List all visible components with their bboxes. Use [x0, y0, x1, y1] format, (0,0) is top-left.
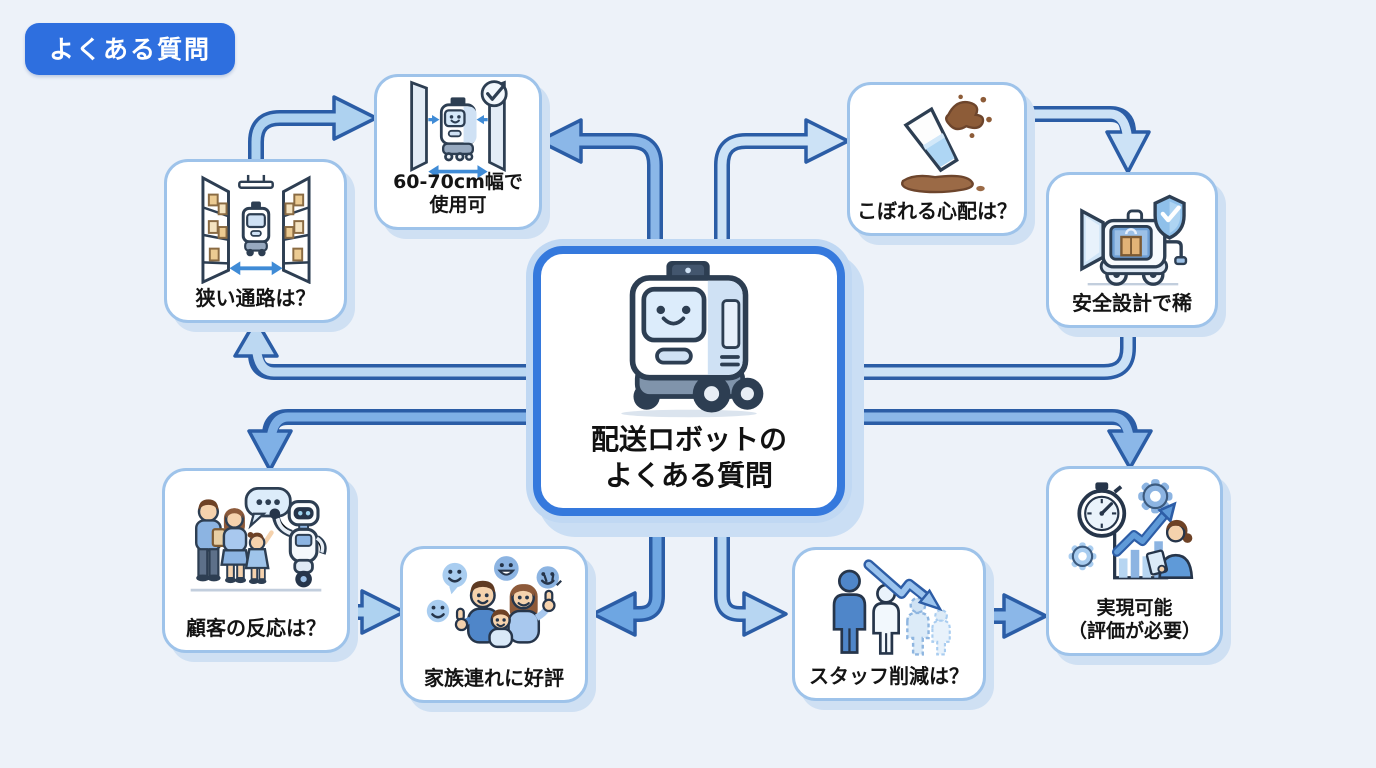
- center-node: 配送ロボットの よくある質問: [533, 246, 845, 516]
- arrow-center-to-narrow: [233, 318, 533, 380]
- arrow-center-to-width: [537, 118, 663, 248]
- node-label: 家族連れに好評: [424, 665, 564, 690]
- arrow-spill-to-safety: [1025, 106, 1151, 174]
- evaluation-chart-icon: [1065, 477, 1205, 597]
- happy-family-thumbs-up-icon: [420, 556, 568, 666]
- node-label-line1: 実現可能: [1096, 596, 1173, 619]
- arrow-center-to-customer: [247, 409, 533, 472]
- arrow-center-to-family: [591, 513, 665, 637]
- robot-shield-icon: [1074, 183, 1190, 291]
- robot-width-check-icon: [402, 80, 514, 178]
- arrow-center-to-staff: [714, 513, 788, 637]
- center-title: 配送ロボットの よくある質問: [591, 422, 787, 494]
- arrow-customer-to-family: [346, 589, 406, 635]
- node-label: スタッフ削減は？: [809, 663, 969, 688]
- delivery-robot-icon: [594, 260, 784, 422]
- node-label-line1: 60-70cm幅で: [393, 170, 523, 193]
- node-label-line2: 使用可: [429, 193, 487, 216]
- node-label: 60-70cm幅で 使用可: [393, 171, 523, 217]
- node-safety-answer: 安全設計で稀: [1046, 172, 1218, 328]
- node-width-answer: 60-70cm幅で 使用可: [374, 74, 542, 230]
- node-narrow-aisle-question: 狭い通路は？: [164, 159, 347, 323]
- node-label-line2: （評価が必要）: [1067, 619, 1201, 642]
- narrow-aisle-robot-icon: [197, 170, 315, 286]
- node-staff-question: スタッフ削減は？: [792, 547, 986, 701]
- center-title-line2: よくある質問: [604, 459, 773, 493]
- faq-badge: よくある質問: [25, 23, 236, 75]
- center-title-line1: 配送ロボットの: [590, 423, 787, 457]
- node-label: こぼれる心配は？: [857, 198, 1017, 223]
- node-feasible-answer: 実現可能 （評価が必要）: [1046, 466, 1223, 656]
- family-robot-greeting-icon: [184, 479, 328, 616]
- arrow-staff-to-feasible: [986, 593, 1048, 639]
- arrow-narrow-to-width: [248, 95, 378, 160]
- node-label: 実現可能 （評価が必要）: [1068, 597, 1201, 643]
- node-family-answer: 家族連れに好評: [400, 546, 588, 703]
- staff-reduction-icon: [814, 558, 964, 664]
- node-spill-question: こぼれる心配は？: [847, 82, 1027, 236]
- arrow-center-to-feasible: [845, 409, 1153, 470]
- arrow-center-to-spill: [714, 118, 850, 248]
- connector-safety-to-center: [845, 325, 1136, 380]
- node-customer-question: 顧客の反応は？: [162, 468, 350, 653]
- node-label: 顧客の反応は？: [186, 615, 326, 640]
- node-label: 狭い通路は？: [195, 285, 316, 310]
- spilled-cup-icon: [877, 93, 997, 199]
- node-label: 安全設計で稀: [1072, 290, 1192, 315]
